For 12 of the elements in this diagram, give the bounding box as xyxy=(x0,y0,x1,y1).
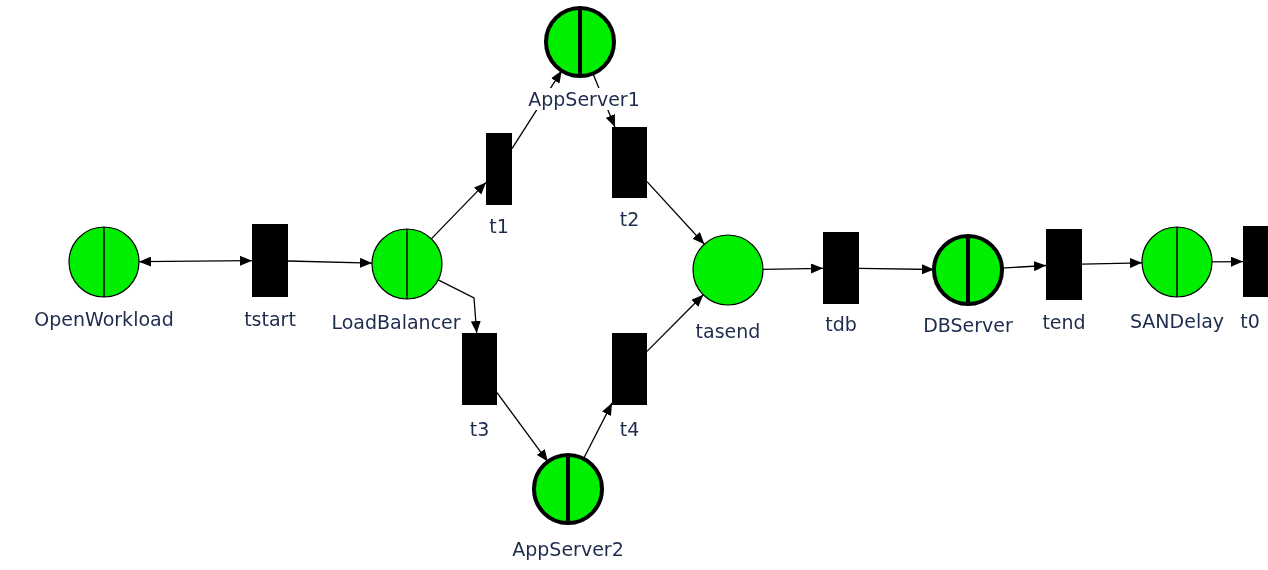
place-label: AppServer1 xyxy=(526,88,642,110)
arc-arrow xyxy=(1081,258,1143,269)
arc-arrow xyxy=(138,255,253,267)
arc-arrow xyxy=(582,402,613,460)
arc-arrow xyxy=(762,263,824,274)
arc-arrow xyxy=(496,392,549,463)
arc-arrow xyxy=(646,180,706,245)
arc-arrow xyxy=(430,181,487,240)
arc-arrow xyxy=(287,257,373,268)
arc-arrow xyxy=(437,279,481,334)
place-label: OpenWorkload xyxy=(32,308,176,330)
arc-arrow xyxy=(646,294,704,353)
